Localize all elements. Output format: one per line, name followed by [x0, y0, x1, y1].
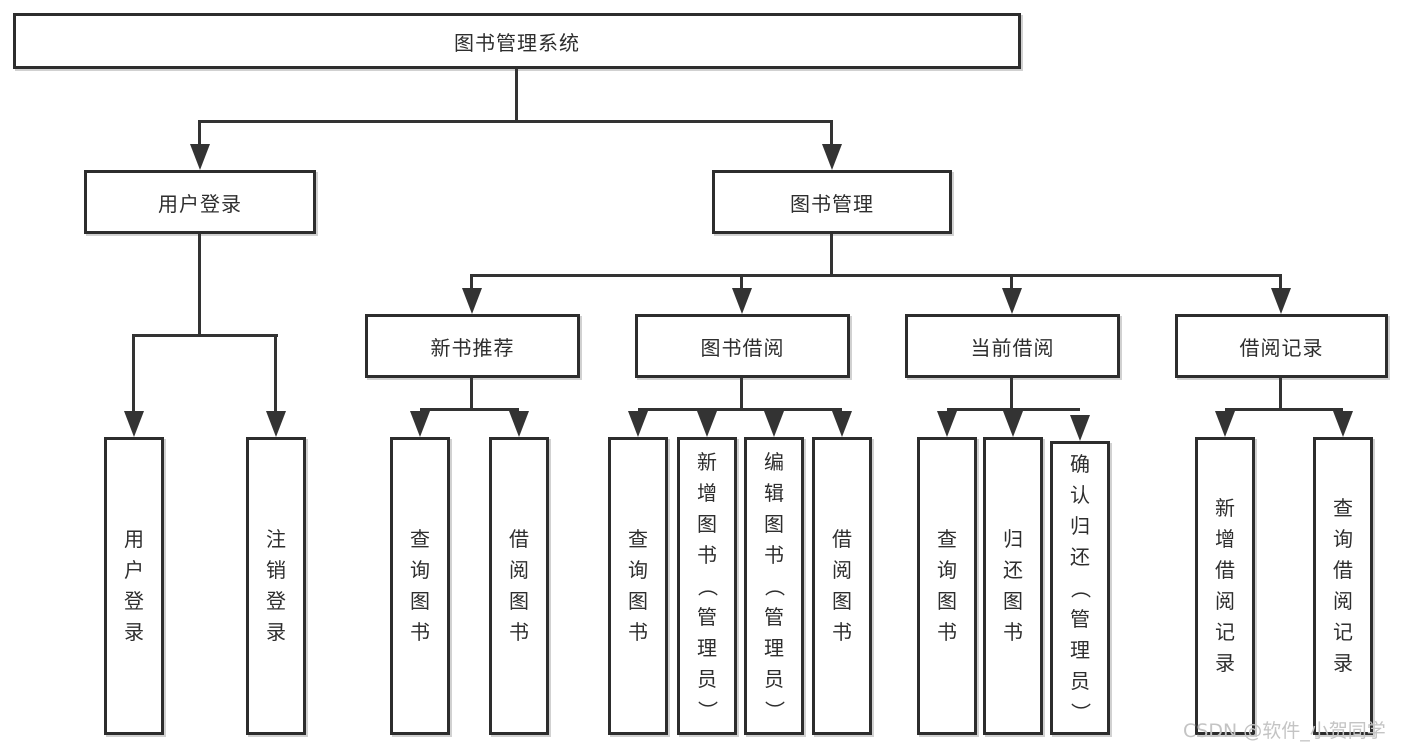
connector-vline — [198, 234, 201, 337]
connector-vline — [830, 120, 833, 146]
node-label: 当前借阅 — [970, 335, 1055, 360]
connector-vline — [274, 334, 277, 412]
node-label: 确认归还（管理员） — [1068, 451, 1093, 723]
connector-arrowhead — [832, 411, 852, 437]
node-query-borrow-record: 查询借阅记录 — [1313, 437, 1373, 735]
connector-hline — [134, 334, 278, 337]
connector-vline — [132, 334, 135, 412]
connector-arrowhead — [1070, 415, 1090, 441]
connector-hline — [947, 408, 1080, 411]
connector-vline — [740, 378, 743, 411]
node-label: 用户登录 — [158, 191, 242, 216]
node-return-books: 归还图书 — [983, 437, 1043, 735]
node-new-book-recommendation: 新书推荐 — [365, 314, 580, 378]
connector-vline — [1279, 378, 1282, 411]
node-current-borrowing: 当前借阅 — [905, 314, 1120, 378]
connector-arrowhead — [732, 288, 752, 314]
node-label: 注销登录 — [266, 527, 286, 644]
connector-vline — [470, 274, 473, 290]
node-user-login: 用户登录 — [84, 170, 316, 234]
node-confirm-return-admin: 确认归还（管理员） — [1050, 441, 1110, 735]
node-book-borrowing: 图书借阅 — [635, 314, 850, 378]
connector-vline — [1279, 274, 1282, 290]
node-query-books-recommend: 查询图书 — [390, 437, 450, 735]
node-query-books-borrowing: 查询图书 — [608, 437, 668, 735]
connector-arrowhead — [1215, 411, 1235, 437]
node-add-books-admin: 新增图书（管理员） — [677, 437, 737, 735]
csdn-watermark: CSDN @软件_小贺同学 — [1183, 720, 1386, 742]
node-label: 新增图书（管理员） — [695, 449, 720, 721]
node-library-management-system: 图书管理系统 — [13, 13, 1021, 69]
node-logout-leaf: 注销登录 — [246, 437, 306, 735]
connector-vline — [1010, 274, 1013, 290]
node-label: 图书管理 — [790, 191, 874, 216]
node-label: 借阅记录 — [1239, 335, 1324, 360]
node-label: 用户登录 — [124, 527, 144, 644]
node-label: 编辑图书（管理员） — [762, 449, 787, 721]
connector-arrowhead — [410, 411, 430, 437]
connector-arrowhead — [509, 411, 529, 437]
connector-arrowhead — [764, 411, 784, 437]
node-label: 借阅图书 — [509, 527, 529, 644]
connector-vline — [740, 274, 743, 290]
node-label: 图书管理系统 — [454, 30, 580, 55]
connector-hline — [1225, 408, 1343, 411]
connector-vline — [1010, 378, 1013, 411]
connector-arrowhead — [822, 144, 842, 170]
node-label: 查询图书 — [937, 527, 957, 644]
connector-hline — [420, 408, 519, 411]
connector-vline — [198, 120, 201, 146]
connector-arrowhead — [462, 288, 482, 314]
connector-arrowhead — [937, 411, 957, 437]
node-edit-books-admin: 编辑图书（管理员） — [744, 437, 804, 735]
node-book-management: 图书管理 — [712, 170, 952, 234]
connector-hline — [199, 120, 832, 123]
node-borrow-books-recommend: 借阅图书 — [489, 437, 549, 735]
node-user-login-leaf: 用户登录 — [104, 437, 164, 735]
node-label: 查询图书 — [410, 527, 430, 644]
connector-arrowhead — [1333, 411, 1353, 437]
node-label: 新增借阅记录 — [1215, 496, 1235, 675]
node-label: 查询借阅记录 — [1333, 496, 1353, 675]
node-label: 图书借阅 — [700, 335, 785, 360]
node-borrowing-records: 借阅记录 — [1175, 314, 1388, 378]
connector-hline — [638, 408, 842, 411]
node-label: 新书推荐 — [430, 335, 515, 360]
connector-arrowhead — [124, 411, 144, 437]
node-add-borrow-record: 新增借阅记录 — [1195, 437, 1255, 735]
connector-vline — [830, 234, 833, 276]
connector-vline — [515, 69, 518, 120]
node-borrow-books-borrowing: 借阅图书 — [812, 437, 872, 735]
node-label: 查询图书 — [628, 527, 648, 644]
node-label: 借阅图书 — [832, 527, 852, 644]
connector-arrowhead — [697, 411, 717, 437]
node-label: 归还图书 — [1003, 527, 1023, 644]
connector-arrowhead — [190, 144, 210, 170]
connector-arrowhead — [1271, 288, 1291, 314]
connector-hline — [471, 274, 1282, 277]
connector-arrowhead — [1003, 411, 1023, 437]
connector-arrowhead — [266, 411, 286, 437]
connector-arrowhead — [628, 411, 648, 437]
connector-arrowhead — [1002, 288, 1022, 314]
connector-vline — [470, 378, 473, 411]
node-query-books-current: 查询图书 — [917, 437, 977, 735]
